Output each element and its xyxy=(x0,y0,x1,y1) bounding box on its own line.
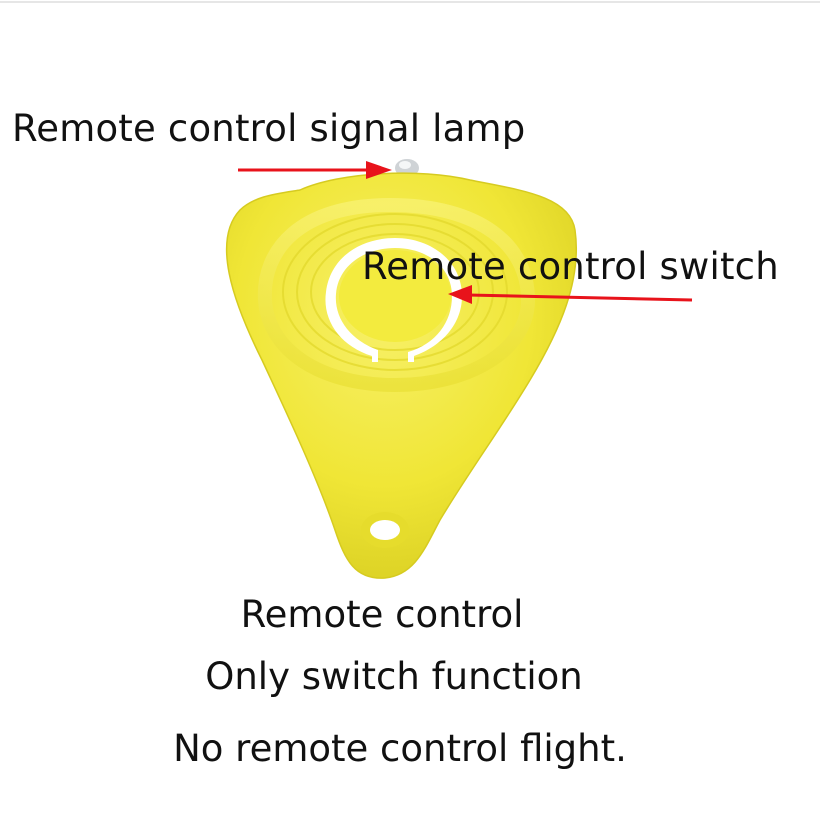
arrow-signal-lamp xyxy=(238,161,392,179)
keychain-hole xyxy=(361,512,409,548)
remote-rim xyxy=(257,197,536,393)
caption-line-3: No remote control flight. xyxy=(173,727,627,770)
switch-button xyxy=(325,238,462,362)
rib-texture xyxy=(282,213,508,371)
signal-lamp-annotation: Remote control signal lamp xyxy=(12,107,526,150)
caption-line-2: Only switch function xyxy=(205,655,583,698)
switch-annotation: Remote control switch xyxy=(362,245,779,288)
arrow-switch xyxy=(448,285,693,304)
caption-line-1: Remote control xyxy=(240,593,524,636)
